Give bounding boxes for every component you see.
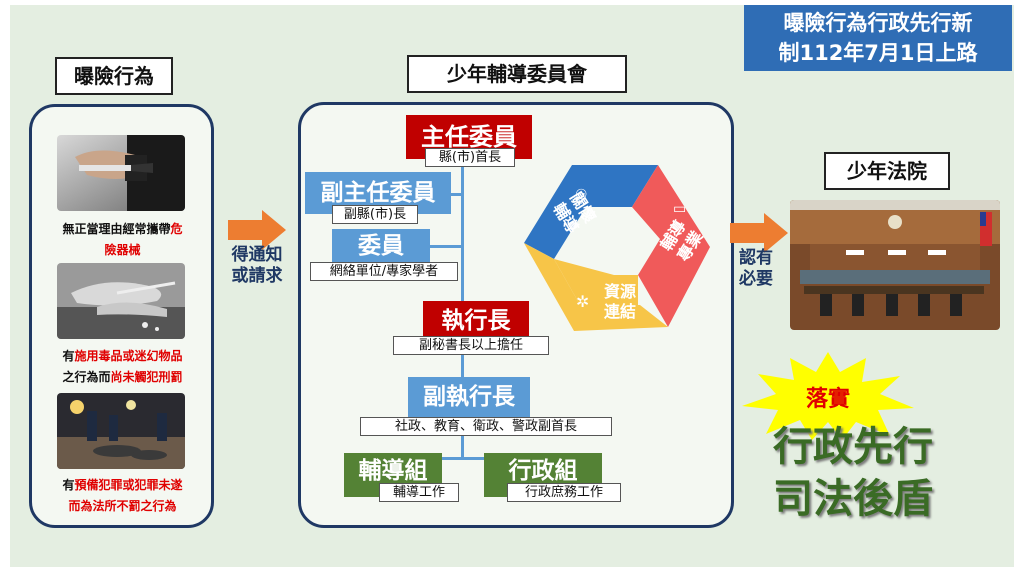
starburst-icon (742, 352, 914, 440)
cycle-diagram (524, 165, 710, 331)
cycle-segment-care (524, 165, 658, 259)
left-title: 曝險行為 (55, 57, 173, 95)
arrow-right-label: 認有 必要 (739, 248, 773, 289)
photo-weapon (57, 135, 185, 211)
photo-courtroom (790, 200, 1000, 330)
role-exec-sub: 副秘書長以上擔任 (393, 336, 549, 355)
cycle-label-link: 資源 連結 (603, 282, 636, 321)
role-deputy-exec-sub: 社政、教育、衛政、警政副首長 (360, 417, 612, 436)
slogan-line-1: 行政先行 (773, 424, 933, 470)
slogan-line-2: 司法後盾 (773, 476, 933, 522)
book-icon: ▭ (673, 201, 687, 217)
role-deputy-exec: 副執行長 (408, 377, 530, 417)
org-line-groups (388, 457, 534, 460)
arrow-to-committee (228, 210, 286, 250)
court-title: 少年法院 (824, 152, 950, 190)
caption-weapon: 無正當理由經常攜帶危 險器械 (62, 222, 183, 257)
banner: 曝險行為行政先行新 制112年7月1日上路 (744, 5, 1012, 71)
banner-line-2: 制112年7月1日上路 (778, 41, 978, 65)
people-icon: ⚇ (575, 187, 588, 203)
cycle-segment-pro (632, 165, 710, 327)
banner-line-1: 曝險行為行政先行新 (783, 11, 973, 35)
slogan-star-text: 落實 (805, 387, 850, 412)
photo-drugs (57, 263, 185, 339)
photo-crime (57, 393, 185, 469)
role-member: 委員 (332, 229, 430, 263)
role-guidance-group-sub: 輔導工作 (379, 483, 459, 502)
role-vice-chair-sub: 副縣(市)長 (332, 205, 418, 224)
org-line-member (430, 245, 464, 248)
role-member-sub: 網絡單位/專家學者 (310, 262, 458, 281)
cycle-segment-link (524, 243, 668, 331)
caption-crime: 有預備犯罪或犯罪未遂 而為法所不罰之行為 (62, 478, 183, 513)
org-line-vice (450, 193, 464, 196)
slide: 曝險行為行政先行新 制112年7月1日上路 曝險行為 無正當理由經常攜帶危 險器… (10, 5, 1014, 567)
role-chair-sub: 縣(市)首長 (425, 148, 515, 167)
arrow-to-court (730, 213, 788, 253)
role-exec: 執行長 (423, 301, 529, 341)
committee-title: 少年輔導委員會 (407, 55, 627, 93)
caption-drugs: 有施用毒品或迷幻物品 之行為而尚未觸犯刑罰 (62, 349, 183, 384)
arrow-left-label: 得通知 或請求 (231, 245, 283, 286)
role-admin-group-sub: 行政庶務工作 (507, 483, 621, 502)
network-icon: ✲ (576, 292, 590, 311)
